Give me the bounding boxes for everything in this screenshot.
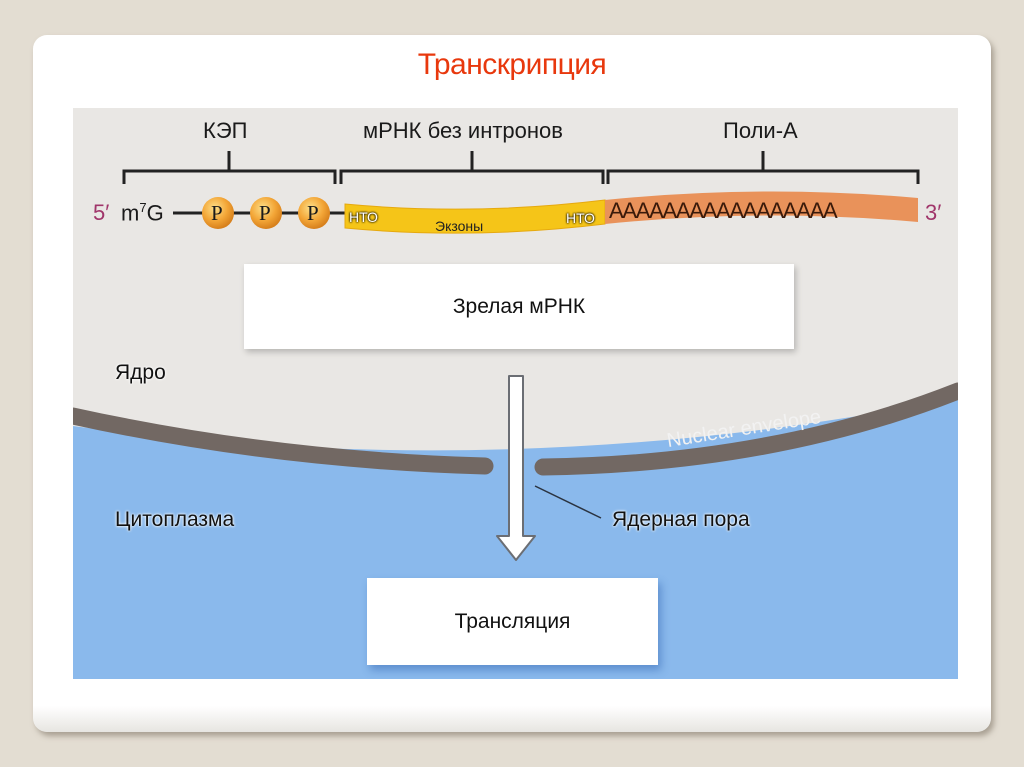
- m7g-cap: m7G: [121, 200, 164, 226]
- bracket-cap: [122, 151, 337, 184]
- phosphate-1-label: P: [211, 201, 223, 225]
- five-prime-label: 5′: [93, 200, 110, 225]
- phosphate-2: [250, 197, 282, 229]
- transport-arrow: [496, 375, 536, 561]
- bracket-poly-a: [606, 151, 920, 184]
- phosphate-3-label: P: [307, 201, 319, 225]
- cap-letter: G: [146, 200, 164, 226]
- poly-a-tail: [605, 191, 918, 224]
- translation-box: Трансляция: [367, 578, 658, 665]
- nuclear-envelope-left: [73, 407, 494, 475]
- mature-mrna-box: Зрелая мРНК: [244, 264, 794, 349]
- poly-a-label: Поли-А: [723, 118, 798, 143]
- phosphate-3: [298, 197, 330, 229]
- cap-superscript: 7: [139, 200, 147, 215]
- cap-label: КЭП: [203, 118, 248, 143]
- poly-a-sequence: AAAAAAAAAAAAAAAAA: [609, 198, 838, 223]
- cytoplasm-label: Цитоплазма: [115, 508, 235, 531]
- phosphate-1: [202, 197, 234, 229]
- mrna-no-introns-label: мРНК без интронов: [363, 118, 563, 143]
- cap-base: m: [121, 200, 140, 226]
- exons-label: Экзоны: [435, 218, 484, 234]
- nuclear-envelope-right: [534, 382, 958, 476]
- three-prime-label: 3′: [925, 200, 942, 225]
- nuclear-pore-label: Ядерная пора: [612, 508, 750, 531]
- slide-title: Транскрипция: [417, 48, 607, 81]
- bracket-mrna: [339, 151, 605, 184]
- nucleus-label: Ядро: [115, 361, 166, 384]
- phosphate-2-label: P: [259, 201, 271, 225]
- nuclear-pore-pointer: [534, 485, 602, 519]
- utr-right-label: НТО: [566, 210, 595, 226]
- diagram-graphics: [73, 151, 958, 679]
- transcription-diagram: КЭП мРНК без интронов Поли-А 5′ m7G P P …: [73, 108, 958, 679]
- utr-left-label: НТО: [349, 209, 378, 225]
